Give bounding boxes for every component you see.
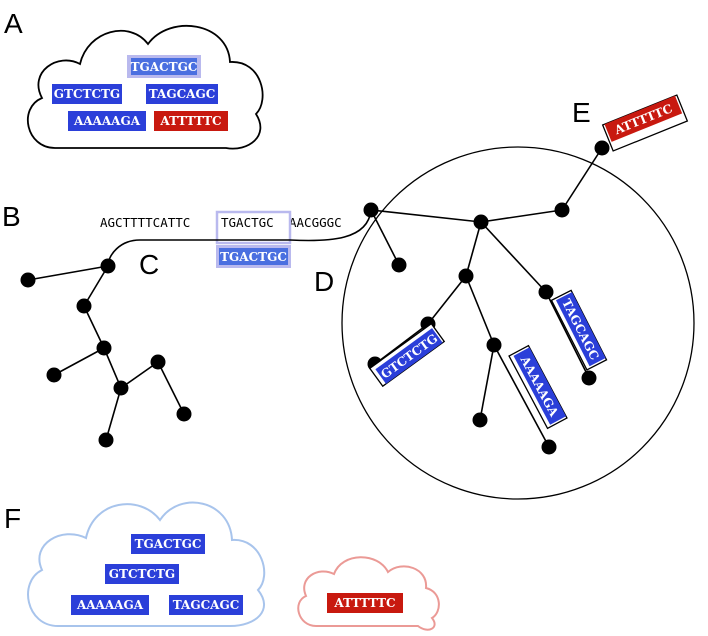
- cloud-a-tag-tagcagc-label: TAGCAGC: [149, 87, 216, 101]
- panel-label-f: F: [4, 503, 21, 534]
- match-highlight-box: [215, 210, 292, 245]
- left-tree: [20, 209, 372, 448]
- cloud-f-tag-tagcagc: TAGCAGC: [169, 595, 243, 615]
- cloud-f-red-tag-attttc-label: ATTTTTC: [333, 596, 395, 610]
- cloud-f-red: [297, 556, 440, 631]
- reference-match: TGACTGC: [221, 215, 274, 230]
- cloud-f-tag-tgactgc-label: TGACTGC: [135, 537, 202, 551]
- cloud-f-tag-gtctctg-label: GTCTCTG: [109, 567, 175, 581]
- clade-circle: [341, 146, 695, 500]
- query-tag-tgactgc: TGACTGC: [216, 245, 291, 268]
- reference-right: AACGGGC: [289, 215, 342, 230]
- cloud-f-blue: [27, 501, 266, 627]
- query-tag-label: TGACTGC: [220, 250, 287, 264]
- cloud-a-tag-attttc: ATTTTTC: [154, 111, 228, 131]
- cloud-a-tag-tgactgc-label: TGACTGC: [131, 60, 198, 74]
- cloud-a-tag-aaaaaga-label: AAAAAGA: [73, 114, 141, 128]
- panel-label-c: C: [139, 249, 159, 280]
- leaf-tag-aaaaaga: AAAAAGA: [508, 344, 568, 430]
- panel-label-e: E: [572, 97, 591, 128]
- cloud-a-tag-attttc-label: ATTTTTC: [159, 114, 221, 128]
- panel-label-b: B: [2, 201, 21, 232]
- leaf-tag-gtctctg: GTCTCTG: [368, 322, 446, 388]
- cloud-a-tag-tgactgc: TGACTGC: [127, 55, 201, 78]
- cloud-a-tag-gtctctg-label: GTCTCTG: [54, 87, 120, 101]
- cloud-a-tag-aaaaaga: AAAAAGA: [68, 111, 146, 131]
- panel-label-a: A: [4, 8, 23, 39]
- cloud-f-tag-aaaaaga: AAAAAGA: [71, 595, 149, 615]
- leaf-tag-attttc: ATTTTTC: [601, 94, 689, 152]
- cloud-f-tag-tgactgc: TGACTGC: [131, 534, 205, 554]
- panel-label-d: D: [314, 266, 334, 297]
- cloud-a-tag-tagcagc: TAGCAGC: [146, 84, 218, 104]
- cloud-f-tag-tagcagc-label: TAGCAGC: [173, 598, 240, 612]
- cloud-a: [26, 24, 264, 150]
- reference-sequence: AGCTTTTCATTC TGACTGC AACGGGC: [100, 215, 342, 230]
- cloud-a-tag-gtctctg: GTCTCTG: [52, 84, 122, 104]
- reference-left: AGCTTTTCATTC: [100, 215, 190, 230]
- cloud-f-tag-gtctctg: GTCTCTG: [105, 564, 179, 584]
- cloud-f-red-tag-attttc: ATTTTTC: [327, 593, 403, 613]
- cloud-f-tag-aaaaaga-label: AAAAAGA: [76, 598, 144, 612]
